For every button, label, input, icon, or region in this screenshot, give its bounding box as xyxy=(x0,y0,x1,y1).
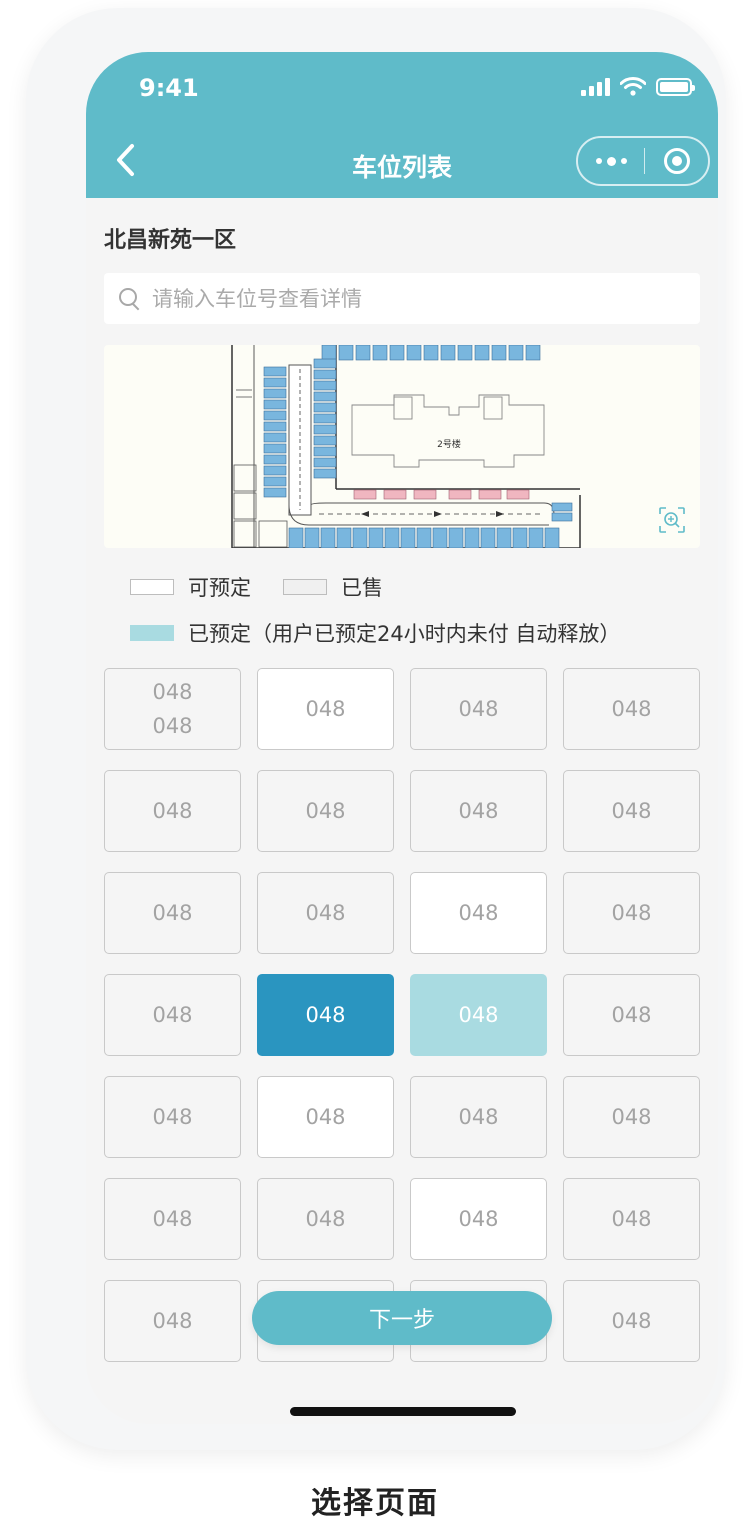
community-name: 北昌新苑一区 xyxy=(104,228,237,253)
map-building-label: 2号楼 xyxy=(437,438,461,450)
parking-slot[interactable]: 048 xyxy=(410,872,547,954)
parking-slot[interactable]: 048 xyxy=(257,1076,394,1158)
parking-slot[interactable]: 048 xyxy=(563,872,700,954)
parking-slot[interactable]: 048 xyxy=(410,1076,547,1158)
page-title: 车位列表 xyxy=(351,153,452,182)
battery-icon xyxy=(656,77,695,96)
parking-slot[interactable]: 048 xyxy=(410,1178,547,1260)
parking-slot[interactable]: 048 xyxy=(104,872,241,954)
back-button[interactable] xyxy=(108,140,142,180)
parking-slot[interactable]: 048 xyxy=(104,1076,241,1158)
header-bar: 9:41 车位列表 xyxy=(86,52,718,198)
parking-slot[interactable]: 048 xyxy=(410,974,547,1056)
legend-label-available: 可预定 xyxy=(188,576,251,600)
parking-slot[interactable]: 048 xyxy=(563,1280,700,1362)
status-time: 9:41 xyxy=(139,74,199,102)
parking-slot[interactable]: 048 xyxy=(563,770,700,852)
next-step-button[interactable]: 下一步 xyxy=(252,1291,552,1345)
more-button[interactable] xyxy=(578,138,644,184)
more-dot-icon xyxy=(620,158,627,164)
target-circle-icon xyxy=(663,148,690,174)
phone-screen: 9:41 车位列表 xyxy=(86,52,718,1424)
zoom-in-icon[interactable] xyxy=(658,506,686,534)
search-box[interactable] xyxy=(104,273,700,324)
parking-slot[interactable]: 048 xyxy=(563,668,700,750)
legend-label-sold: 已售 xyxy=(341,576,383,600)
parking-slot[interactable]: 048 xyxy=(410,668,547,750)
capsule-divider xyxy=(644,148,645,174)
parking-slot[interactable]: 048 xyxy=(257,872,394,954)
close-miniapp-button[interactable] xyxy=(645,148,708,174)
miniapp-capsule xyxy=(576,136,710,186)
parking-slot[interactable]: 048 xyxy=(257,770,394,852)
legend-row: 已预定（用户已预定24小时内未付 自动释放） xyxy=(130,618,620,648)
parking-slot[interactable]: 048 xyxy=(410,770,547,852)
legend: 可预定 已售 已预定（用户已预定24小时内未付 自动释放） xyxy=(130,572,620,664)
status-icons xyxy=(581,77,695,96)
legend-swatch-sold xyxy=(283,579,327,595)
more-dot-icon xyxy=(606,156,616,166)
search-icon xyxy=(118,287,142,311)
parking-map[interactable]: 2号楼 xyxy=(104,345,700,548)
parking-slot[interactable]: 048 xyxy=(257,1178,394,1260)
signal-icon xyxy=(581,77,610,96)
more-dot-icon xyxy=(595,158,602,164)
page-caption: 选择页面 xyxy=(311,1486,439,1521)
parking-slot[interactable]: 048 xyxy=(104,1280,241,1362)
parking-slot[interactable]: 048 xyxy=(563,974,700,1056)
parking-slot[interactable]: 048 xyxy=(257,668,394,750)
chevron-left-icon xyxy=(117,144,134,176)
parking-floorplan: 2号楼 xyxy=(231,345,581,548)
legend-row: 可预定 已售 xyxy=(130,572,620,602)
parking-slot[interactable]: 048 xyxy=(104,770,241,852)
parking-slot[interactable]: 048 xyxy=(563,1076,700,1158)
wifi-icon xyxy=(620,77,646,96)
legend-swatch-available xyxy=(130,579,174,595)
home-indicator xyxy=(290,1407,516,1416)
parking-slot[interactable]: 048 xyxy=(104,974,241,1056)
parking-slot[interactable]: 048 xyxy=(257,974,394,1056)
search-input[interactable] xyxy=(152,286,672,311)
legend-label-reserved: 已预定（用户已预定24小时内未付 自动释放） xyxy=(188,622,621,646)
parking-slot[interactable]: 048 xyxy=(563,1178,700,1260)
parking-slot[interactable]: 048 xyxy=(104,1178,241,1260)
phone-frame: 9:41 车位列表 xyxy=(26,8,726,1450)
legend-swatch-reserved xyxy=(130,625,174,641)
